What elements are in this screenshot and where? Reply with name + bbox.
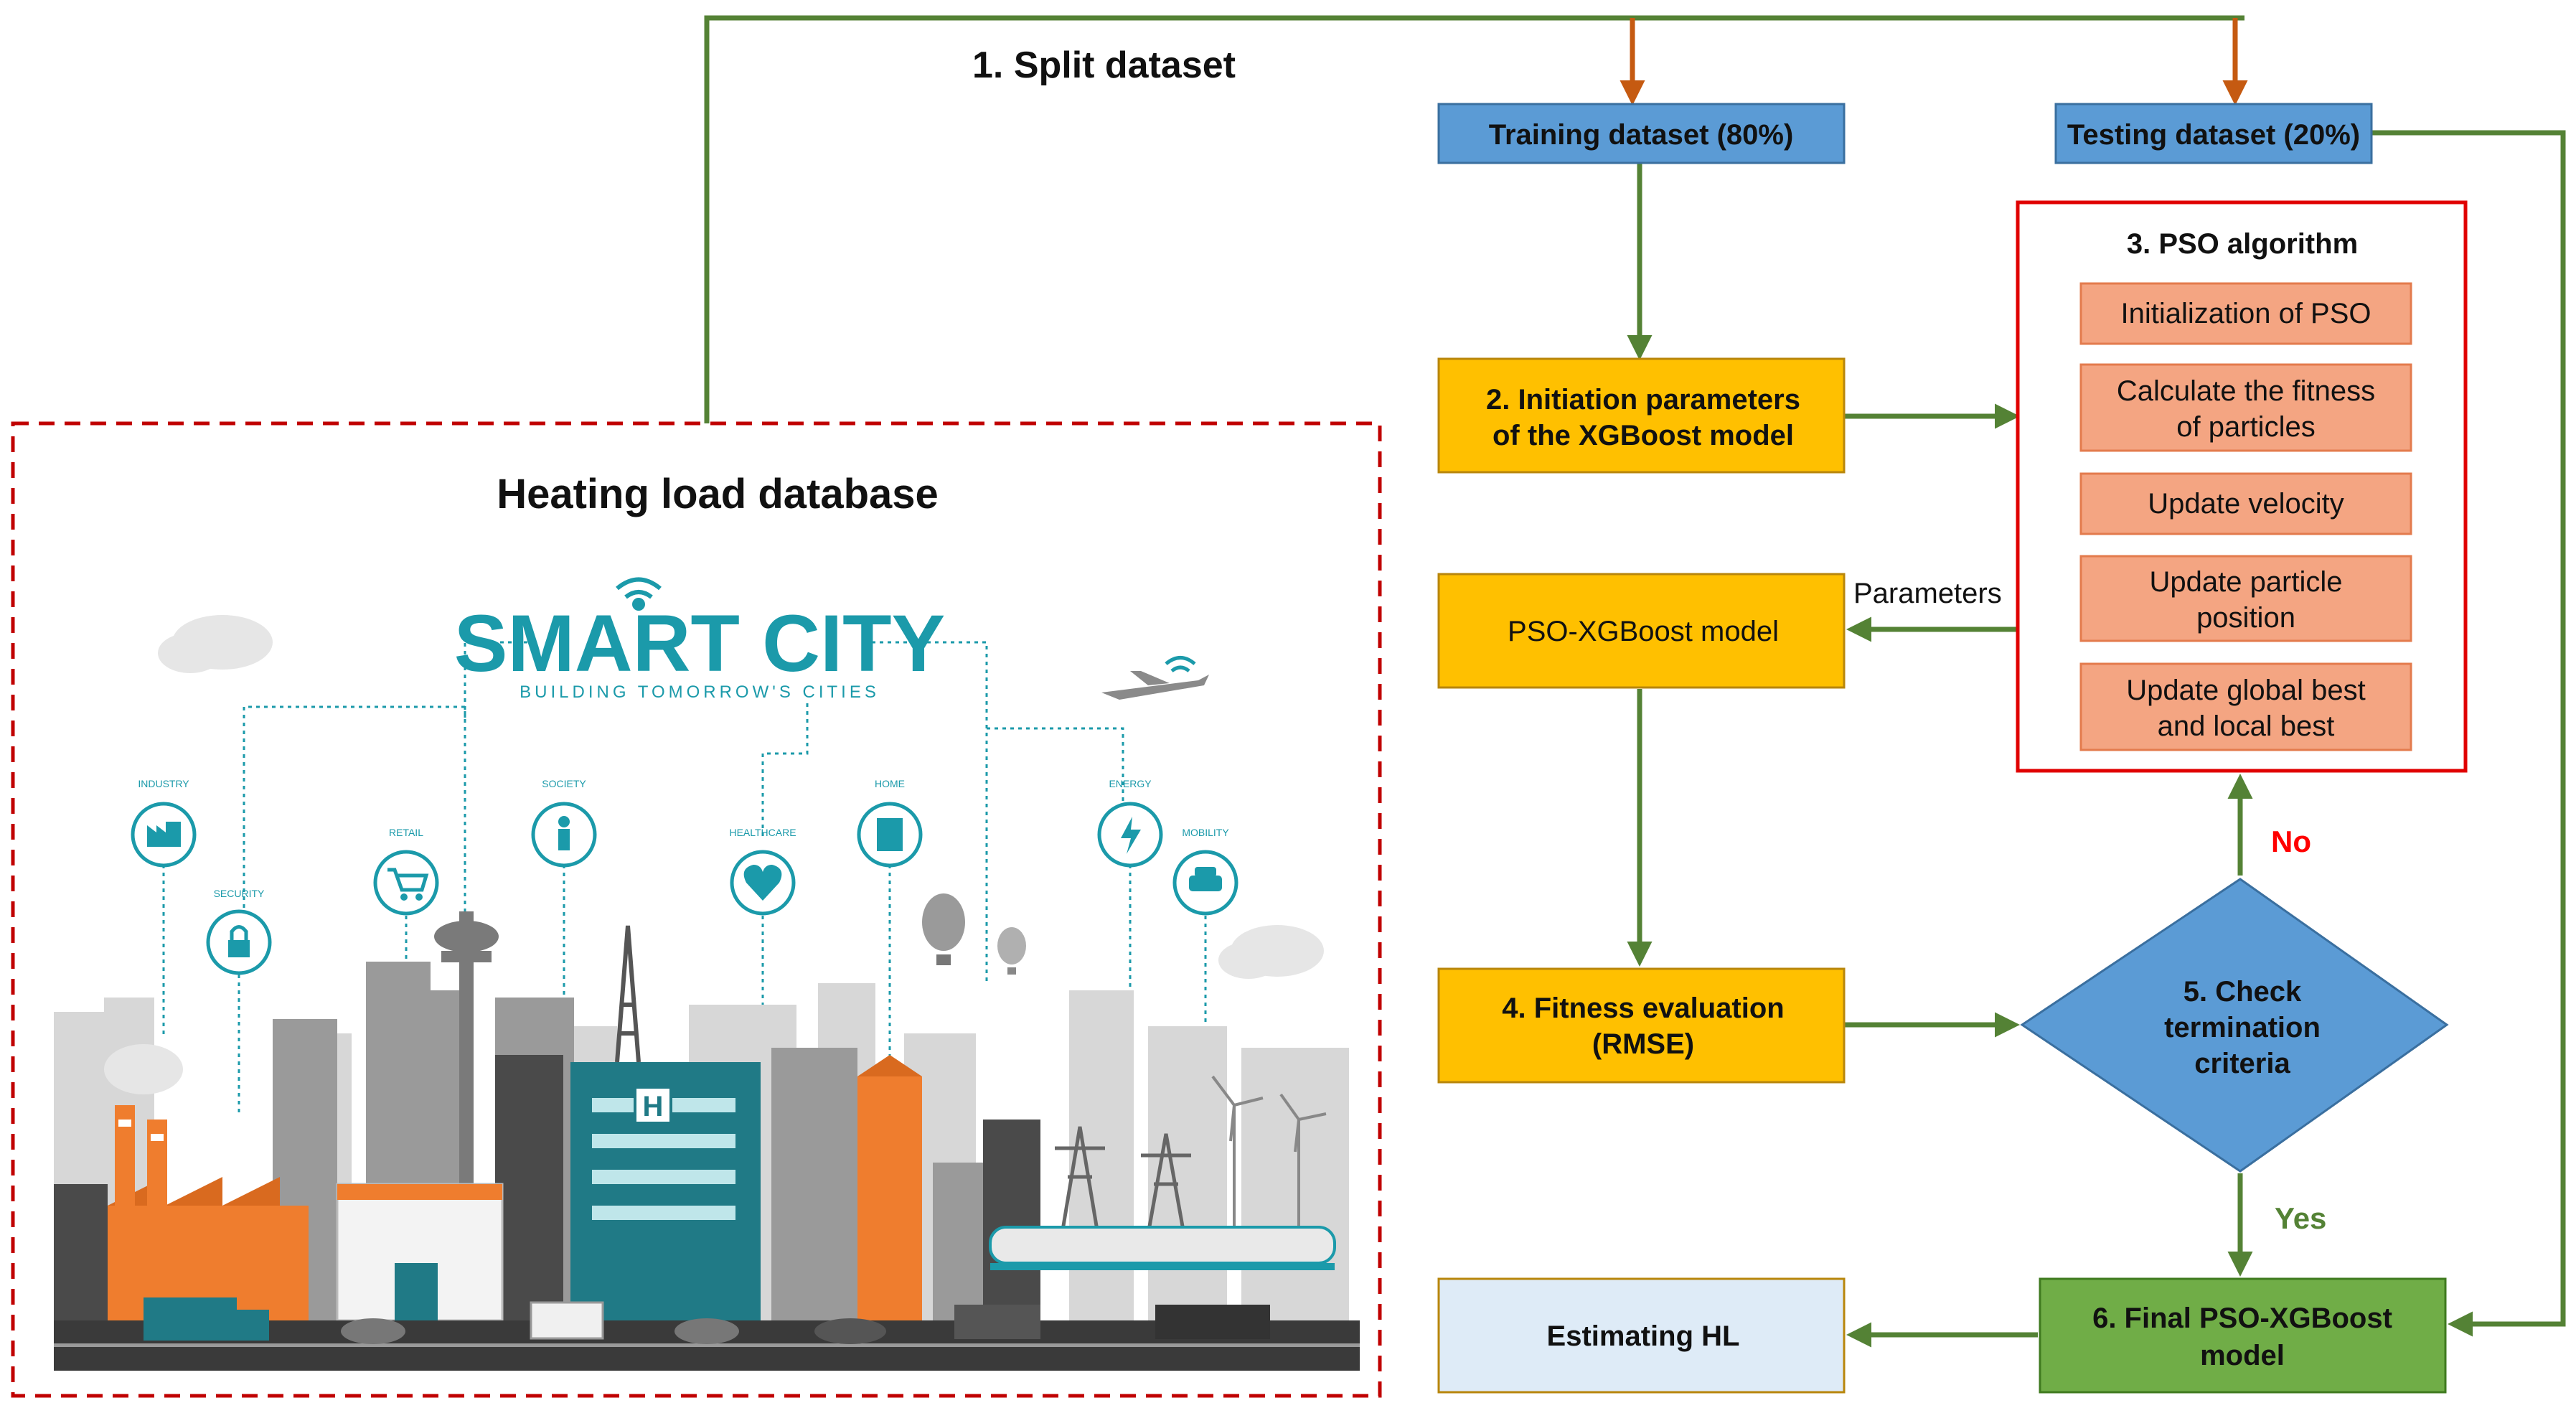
vehicles (144, 1297, 1270, 1344)
antenna (615, 925, 641, 1063)
mobility-label: MOBILITY (1182, 827, 1229, 838)
fitness-label-line1: 4. Fitness evaluation (1502, 992, 1784, 1024)
testing-dataset-label: Testing dataset (20%) (2067, 119, 2360, 151)
pso-step-initialization-label: Initialization of PSO (2120, 298, 2371, 329)
check-label-line1: 5. Check (2184, 976, 2302, 1008)
pso-step-velocity-label: Update velocity (2148, 488, 2344, 520)
fitness-evaluation-box: 4. Fitness evaluation (RMSE) (1437, 967, 1846, 1084)
final-model-box: 6. Final PSO-XGBoost model (2039, 1277, 2447, 1394)
no-label: No (2271, 825, 2311, 858)
split-dataset-label: 1. Split dataset (972, 44, 1236, 86)
testing-dataset-box: Testing dataset (20%) (2054, 103, 2373, 164)
smart-city-logo-title: SMART CITY (454, 599, 945, 688)
security-icon (206, 909, 272, 975)
cloud-icon (158, 615, 1324, 979)
healthcare-label: HEALTHCARE (729, 827, 796, 838)
retail-label: RETAIL (389, 827, 423, 838)
pso-step-velocity: Update velocity (2079, 472, 2412, 535)
split-line (704, 15, 2244, 423)
check-label-line2: termination (2164, 1012, 2321, 1043)
pso-step-position-label-line1: Update particle (2149, 566, 2342, 598)
training-dataset-label: Training dataset (80%) (1489, 119, 1794, 151)
yes-label: Yes (2275, 1201, 2326, 1235)
home-label: HOME (875, 778, 905, 789)
industry-label: INDUSTRY (138, 778, 189, 789)
fitness-label-line2: (RMSE) (1592, 1028, 1694, 1060)
industry-icon (131, 802, 197, 868)
pso-step-global-best-label-line2: and local best (2158, 710, 2335, 742)
retail-icon (373, 850, 439, 916)
pso-step-position: Update particle position (2079, 555, 2412, 642)
hospital-building: H (570, 1062, 761, 1320)
energy-label: ENERGY (1109, 778, 1152, 789)
smart-city-logo-subtitle: BUILDING TOMORROW'S CITIES (520, 682, 880, 702)
init-params-label-line1: 2. Initiation parameters (1486, 384, 1800, 416)
home-icon (857, 802, 923, 868)
skyline-dark (54, 1055, 1040, 1320)
parameters-label: Parameters (1853, 578, 2002, 609)
check-label-line3: criteria (2194, 1048, 2290, 1079)
heating-load-database-panel: Heating load database SMART CITY BUILDIN… (11, 421, 1382, 1398)
training-dataset-box: Training dataset (80%) (1437, 103, 1846, 164)
pso-xgboost-model-label: PSO-XGBoost model (1508, 616, 1779, 647)
society-label: SOCIETY (542, 778, 586, 789)
final-model-label-line1: 6. Final PSO-XGBoost (2092, 1303, 2392, 1334)
pso-step-fitness-label-line2: of particles (2176, 411, 2315, 443)
energy-icon (1097, 802, 1163, 868)
estimating-hl-box: Estimating HL (1437, 1277, 1846, 1394)
pso-step-fitness-label-line1: Calculate the fitness (2117, 375, 2375, 407)
pso-step-position-label-line2: position (2196, 602, 2295, 634)
database-title: Heating load database (497, 471, 939, 517)
category-icons (131, 802, 1238, 975)
wifi-icon (616, 577, 662, 611)
category-labels: INDUSTRY SECURITY RETAIL SOCIETY HEALTHC… (138, 778, 1229, 899)
pso-step-initialization: Initialization of PSO (2079, 282, 2412, 345)
skyline-mid (273, 962, 1026, 1320)
retail-building (336, 1183, 504, 1322)
pso-xgboost-model-box: PSO-XGBoost model (1437, 573, 1846, 689)
init-params-label-line2: of the XGBoost model (1493, 420, 1794, 451)
pso-title: 3. PSO algorithm (2127, 228, 2358, 260)
orange-tower (857, 1055, 922, 1320)
check-termination-diamond: 5. Check termination criteria (2020, 878, 2449, 1173)
estimating-hl-label: Estimating HL (1547, 1320, 1740, 1352)
connectors (704, 15, 2566, 1348)
final-model-label-line2: model (2200, 1340, 2285, 1371)
mobility-icon (1172, 850, 1238, 916)
society-icon (531, 802, 597, 868)
smart-city-illustration: SMART CITY BUILDING TOMORROW'S CITIES (54, 577, 1360, 1371)
pso-step-global-best: Update global best and local best (2079, 662, 2412, 751)
healthcare-icon (730, 850, 796, 916)
airplane-icon (1101, 656, 1209, 700)
init-params-box: 2. Initiation parameters of the XGBoost … (1437, 357, 1846, 474)
wind-turbines (1211, 1075, 1327, 1234)
pso-algorithm-group: 3. PSO algorithm Initialization of PSO C… (2016, 200, 2468, 773)
power-pylons (1055, 1126, 1191, 1235)
arrow-testing-to-final (2372, 130, 2566, 1337)
balloon-icon (922, 893, 1026, 975)
pso-step-global-best-label-line1: Update global best (2126, 675, 2366, 706)
security-label: SECURITY (214, 888, 265, 899)
pso-step-fitness: Calculate the fitness of particles (2079, 363, 2412, 452)
train (989, 1226, 1336, 1270)
hospital-letter: H (643, 1091, 664, 1122)
